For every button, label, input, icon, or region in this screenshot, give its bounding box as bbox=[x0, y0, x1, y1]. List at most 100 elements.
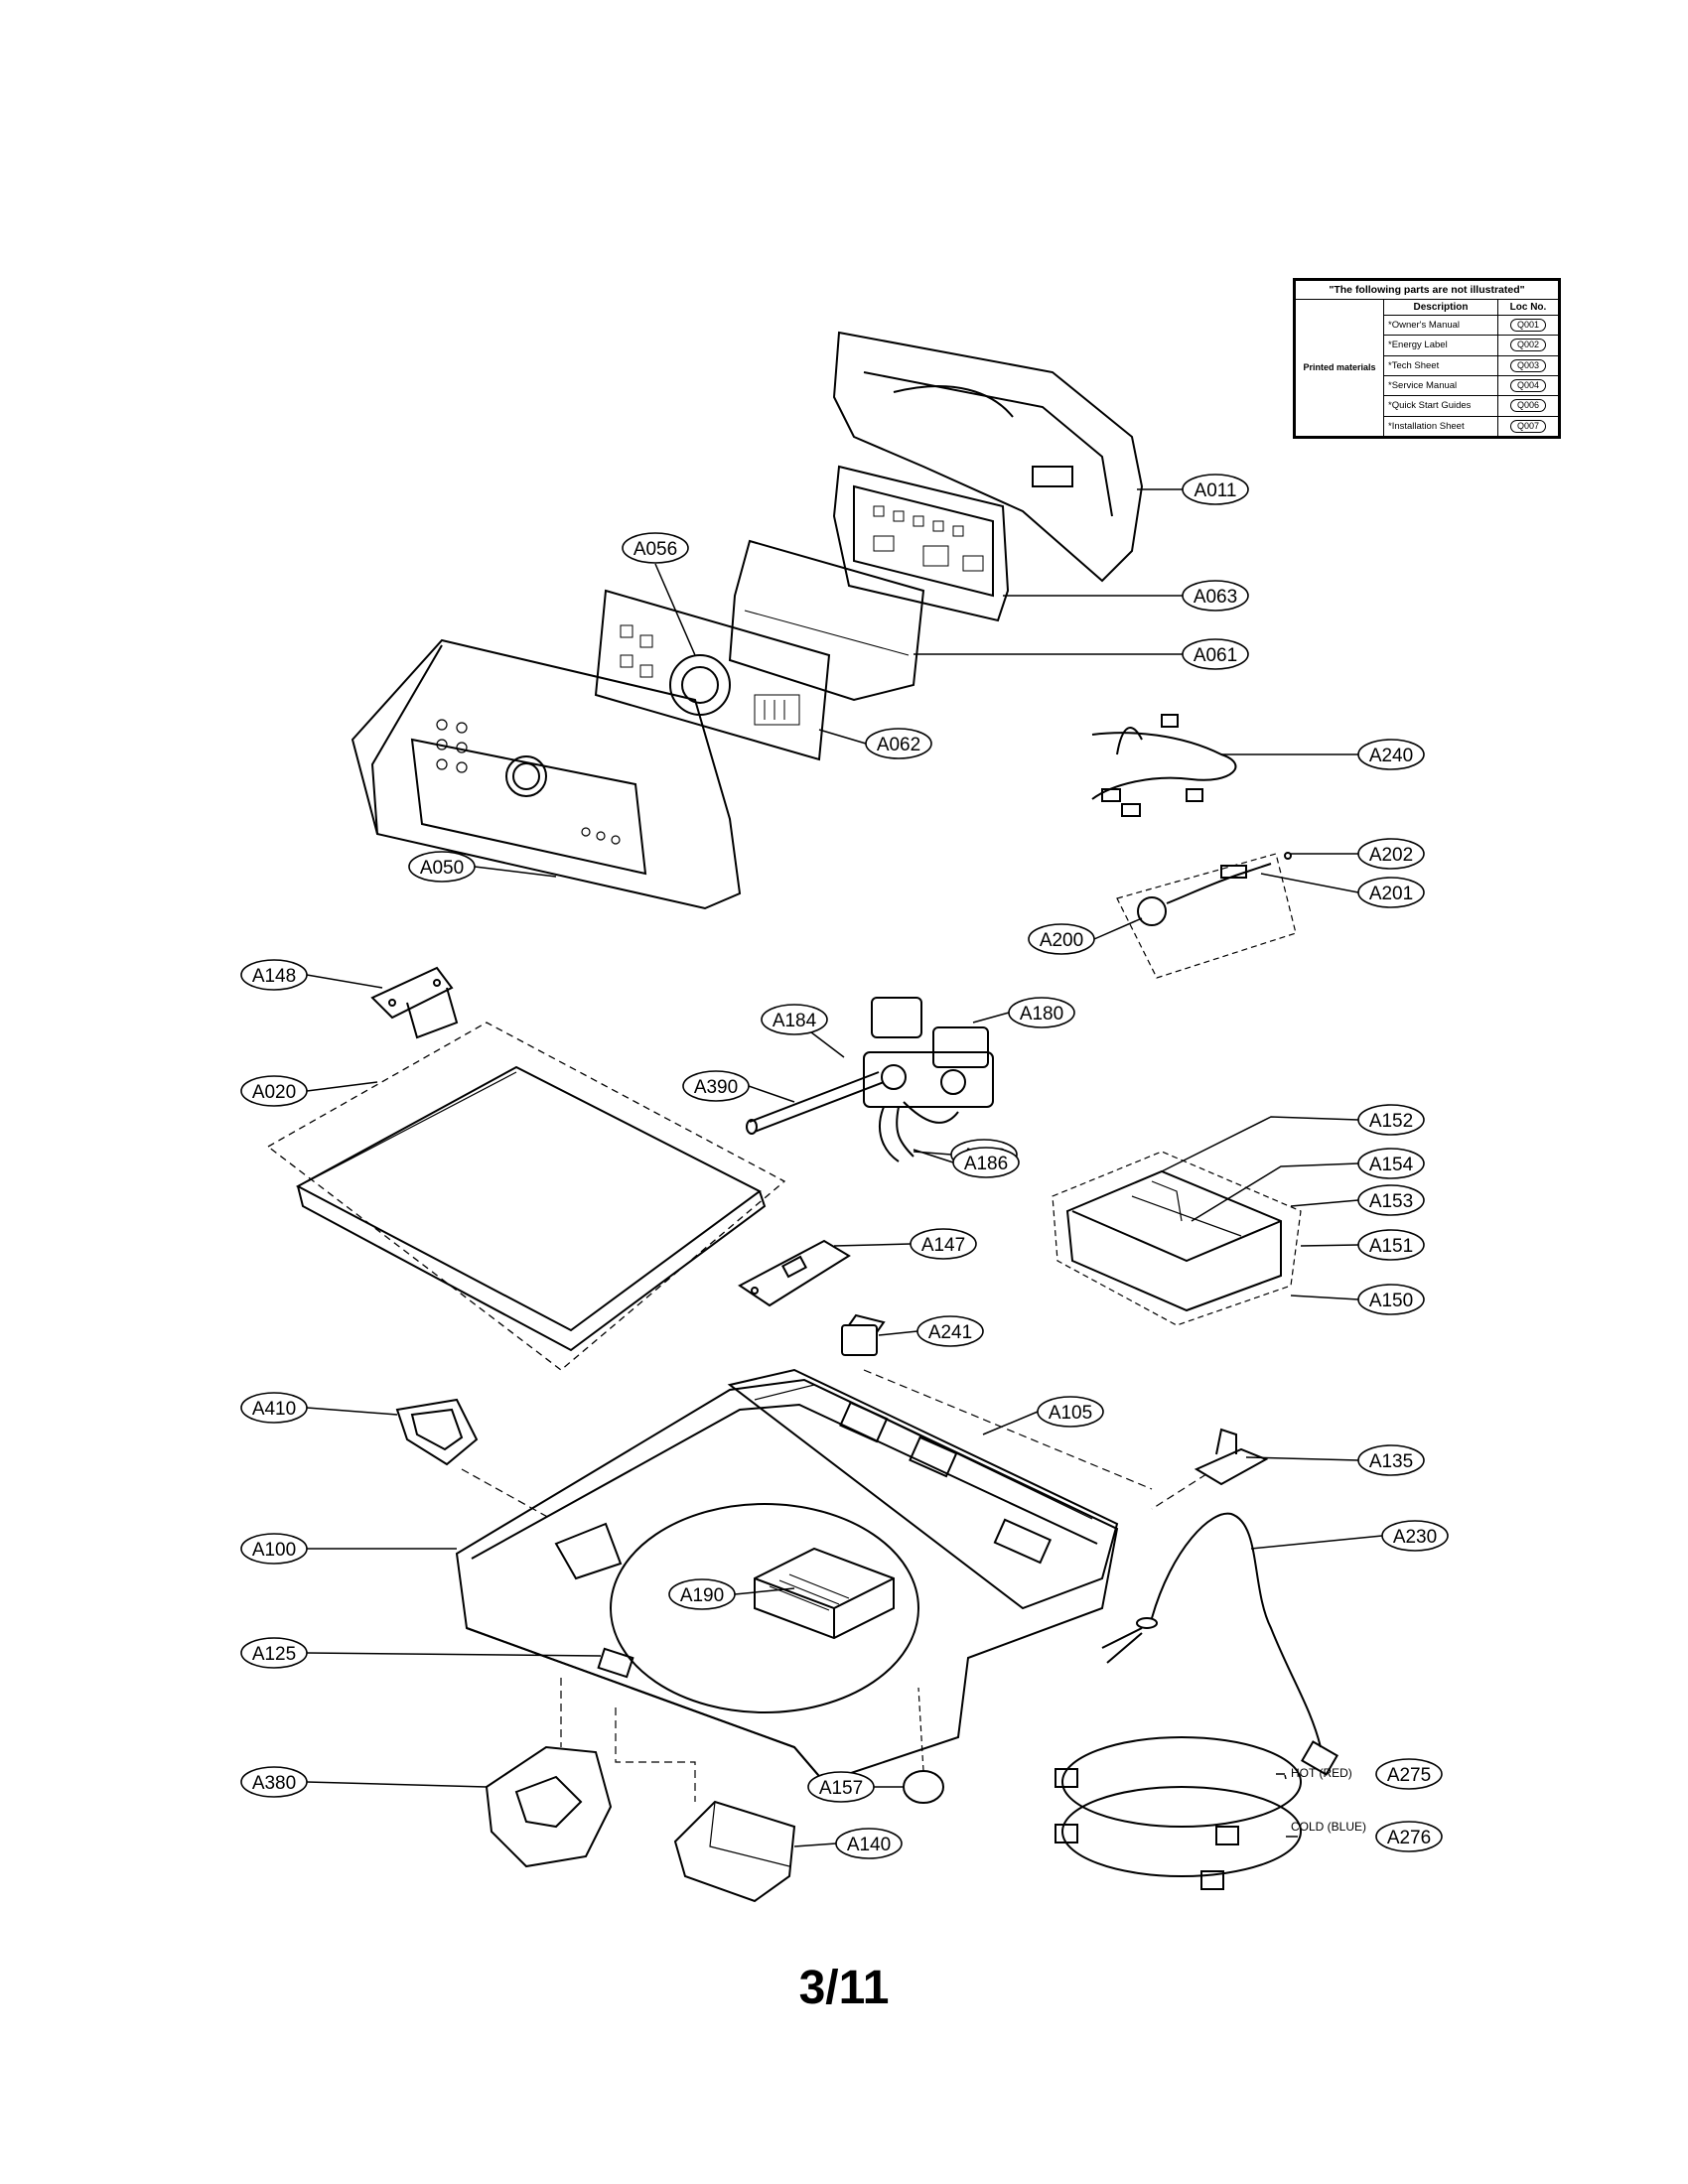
row-description: *Installation Sheet bbox=[1383, 415, 1498, 438]
callout-a056-label: A056 bbox=[633, 539, 677, 560]
part-a063-pcb-housing bbox=[832, 465, 1010, 622]
callout-a061: A061 bbox=[1182, 638, 1249, 670]
callout-a135: A135 bbox=[1357, 1444, 1425, 1476]
part-a100-top-cover bbox=[455, 1378, 1119, 1784]
header-description: Description bbox=[1383, 299, 1498, 316]
callout-a241-label: A241 bbox=[928, 1322, 972, 1343]
callout-a410-label: A410 bbox=[252, 1399, 296, 1420]
callout-a011-label: A011 bbox=[1195, 480, 1237, 501]
part-a180-water-valve bbox=[863, 997, 994, 1108]
header-loc: Loc No. bbox=[1497, 299, 1559, 316]
callout-a050-label: A050 bbox=[420, 858, 464, 879]
part-a275-a276-inlet-hoses bbox=[1055, 1736, 1302, 1890]
callout-a410: A410 bbox=[240, 1392, 308, 1424]
callout-a390-label: A390 bbox=[694, 1077, 738, 1098]
part-a148-bracket bbox=[370, 966, 459, 1039]
callout-a230-label: A230 bbox=[1393, 1527, 1437, 1548]
callout-a202: A202 bbox=[1357, 838, 1425, 870]
callout-a011: A011 bbox=[1182, 474, 1249, 505]
part-a240-wire-harness bbox=[1091, 714, 1237, 817]
callout-a125: A125 bbox=[240, 1637, 308, 1669]
row-loc: Q004 bbox=[1509, 379, 1547, 393]
callout-a050: A050 bbox=[408, 851, 476, 883]
callout-a186: A186 bbox=[952, 1147, 1020, 1178]
part-a230-power-cord bbox=[1101, 1512, 1338, 1776]
callout-a153-label: A153 bbox=[1369, 1191, 1413, 1212]
callout-a276: A276 bbox=[1375, 1821, 1443, 1852]
callout-a148: A148 bbox=[240, 959, 308, 991]
assembly-guide-lines bbox=[461, 1369, 1207, 1802]
callout-a152-label: A152 bbox=[1369, 1111, 1413, 1132]
row-description: *Owner's Manual bbox=[1383, 314, 1498, 337]
part-a241-connector bbox=[841, 1313, 886, 1356]
row-description: *Energy Label bbox=[1383, 335, 1498, 356]
callout-a275: A275 bbox=[1375, 1758, 1443, 1790]
callout-a125-label: A125 bbox=[252, 1644, 296, 1665]
callout-a180: A180 bbox=[1008, 997, 1075, 1028]
callout-a140: A140 bbox=[835, 1828, 903, 1859]
callout-a061-label: A061 bbox=[1194, 645, 1237, 666]
callout-a147-label: A147 bbox=[921, 1235, 965, 1256]
part-a410-gasket bbox=[395, 1398, 479, 1466]
callout-a105-label: A105 bbox=[1049, 1403, 1092, 1424]
part-a020-top-lid bbox=[266, 1022, 786, 1371]
callout-a062: A062 bbox=[865, 728, 932, 759]
part-a190-bleach-dispenser bbox=[754, 1547, 895, 1640]
callout-a056: A056 bbox=[622, 532, 689, 564]
page-number: 3/11 bbox=[798, 1962, 890, 2014]
callout-a062-label: A062 bbox=[877, 735, 920, 755]
leader-lines bbox=[306, 488, 1383, 1847]
part-a135-bracket bbox=[1194, 1428, 1269, 1486]
callout-a148-label: A148 bbox=[252, 966, 296, 987]
callout-a105: A105 bbox=[1037, 1396, 1104, 1428]
part-a390-pipe bbox=[746, 1071, 885, 1135]
callout-a153: A153 bbox=[1357, 1184, 1425, 1216]
callout-a190: A190 bbox=[668, 1578, 736, 1610]
callout-labels: A011 A063 A061 A056 A062 A240 A202 A201 … bbox=[240, 474, 1449, 1859]
callout-a275-label: A275 bbox=[1387, 1765, 1431, 1786]
callout-a240-label: A240 bbox=[1369, 746, 1413, 766]
callout-a184-label: A184 bbox=[773, 1011, 817, 1031]
callout-a063-label: A063 bbox=[1194, 587, 1237, 608]
part-a147-hinge bbox=[738, 1239, 851, 1307]
row-loc: Q001 bbox=[1509, 319, 1547, 333]
callout-a150: A150 bbox=[1357, 1284, 1425, 1315]
callout-a186-label: A186 bbox=[964, 1154, 1008, 1174]
part-a183-a186-hoses bbox=[879, 1101, 959, 1162]
cold-hose-note: COLD (BLUE) bbox=[1291, 1820, 1366, 1834]
callout-a157-label: A157 bbox=[819, 1778, 863, 1799]
row-loc: Q002 bbox=[1509, 339, 1547, 352]
part-a011-rear-cover bbox=[832, 331, 1144, 583]
callout-a201-label: A201 bbox=[1369, 884, 1413, 904]
callout-a180-label: A180 bbox=[1020, 1004, 1063, 1024]
row-loc: Q006 bbox=[1509, 399, 1547, 413]
category-cell: Printed materials bbox=[1295, 299, 1384, 437]
callout-a230: A230 bbox=[1381, 1520, 1449, 1552]
callout-a380-label: A380 bbox=[252, 1773, 296, 1794]
part-a140-lid-switch bbox=[673, 1800, 796, 1903]
callout-a151: A151 bbox=[1357, 1229, 1425, 1261]
table-row: *Energy Label Q002 bbox=[1296, 335, 1559, 356]
callout-a020: A020 bbox=[240, 1075, 308, 1107]
part-a062-display-pcb bbox=[594, 589, 831, 761]
callout-a154-label: A154 bbox=[1369, 1155, 1414, 1175]
part-a105-rear-channel bbox=[727, 1368, 1119, 1610]
callout-a390: A390 bbox=[682, 1070, 750, 1102]
callout-a380: A380 bbox=[240, 1766, 308, 1798]
callout-a202-label: A202 bbox=[1369, 845, 1413, 866]
part-a200-pressure-switch bbox=[1116, 852, 1297, 979]
callout-a157: A157 bbox=[807, 1771, 875, 1803]
callout-a063: A063 bbox=[1182, 580, 1249, 612]
callout-a200-label: A200 bbox=[1040, 930, 1083, 951]
parts-not-illustrated-table: "The following parts are not illustrated… bbox=[1293, 278, 1561, 439]
callout-a135-label: A135 bbox=[1369, 1451, 1413, 1472]
callout-a154: A154 bbox=[1357, 1148, 1425, 1179]
callout-a201: A201 bbox=[1357, 877, 1425, 908]
callout-a140-label: A140 bbox=[847, 1835, 891, 1855]
callout-a276-label: A276 bbox=[1387, 1828, 1431, 1848]
part-a380-housing bbox=[485, 1745, 613, 1868]
callout-a151-label: A151 bbox=[1369, 1236, 1413, 1257]
